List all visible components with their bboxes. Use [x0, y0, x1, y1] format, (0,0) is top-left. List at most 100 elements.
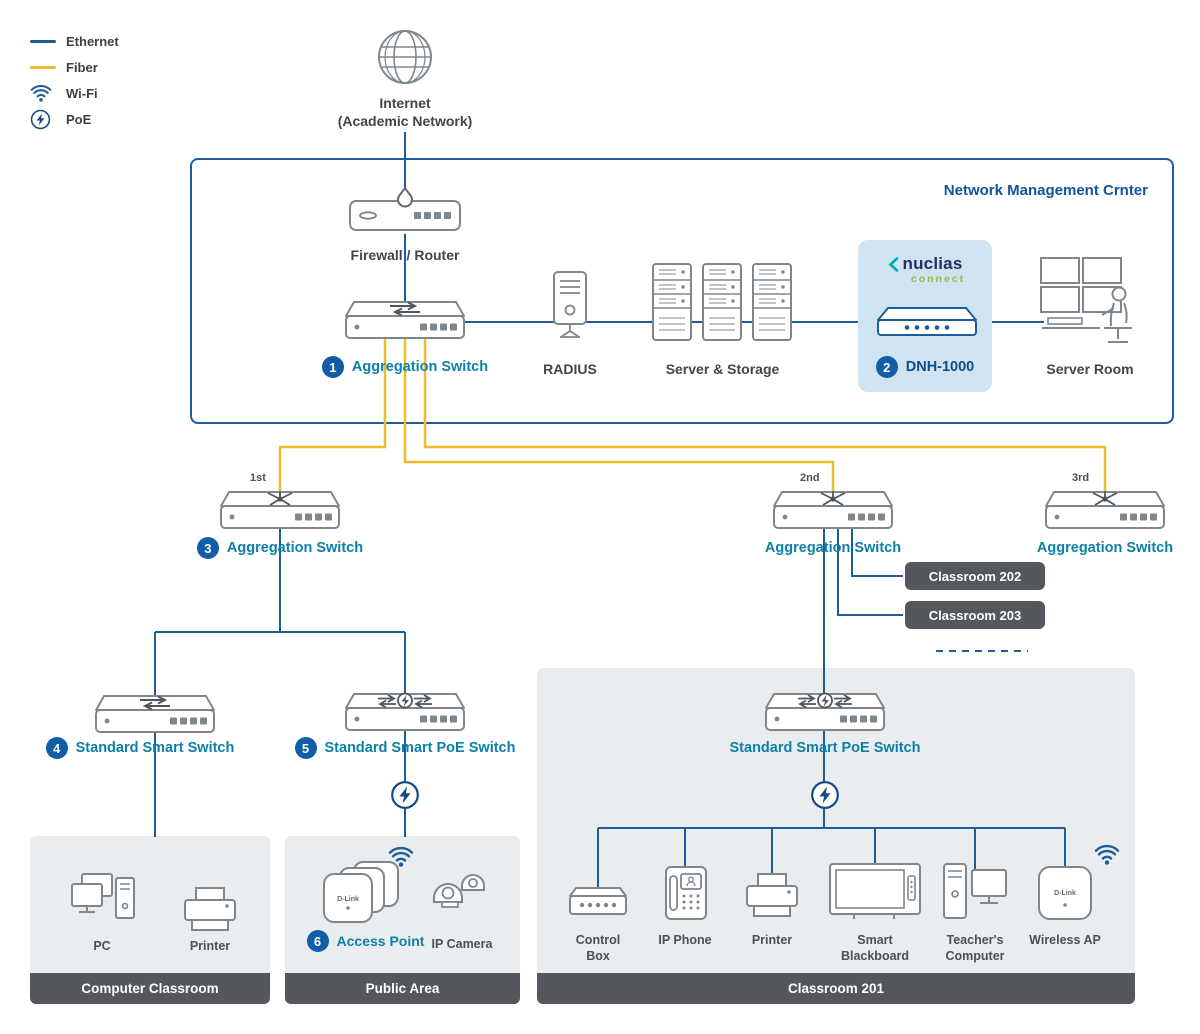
standard-smart-switch-label-row: 4 Standard Smart Switch: [15, 737, 265, 759]
control-box-label: Control Box: [575, 933, 621, 963]
smart-blackboard-icon: [828, 862, 922, 922]
step-badge-1: 1: [321, 356, 344, 378]
access-point-label: Access Point: [336, 933, 425, 949]
aggregation-switch-1-label-row: 1 Aggregation Switch: [300, 356, 510, 378]
legend-row-fiber: Fiber: [30, 54, 170, 80]
ip-camera-label: IP Camera: [431, 937, 493, 951]
nuclias-mark-icon: [888, 256, 898, 272]
aggregation-switch-tier2-label: Aggregation Switch: [764, 540, 902, 556]
wifi-icon: [388, 846, 414, 868]
classroom-203-tag: Classroom 203: [905, 601, 1045, 629]
legend-label: PoE: [66, 111, 92, 127]
pc-icon: [62, 872, 142, 936]
aggregation-switch-tier3-label-row: Aggregation Switch: [1015, 540, 1195, 556]
printer-icon: [182, 886, 238, 936]
control-box-icon: [566, 880, 630, 922]
printer-label: Printer: [189, 939, 231, 953]
classroom-poe-switch-label-row: Standard Smart PoE Switch: [705, 740, 945, 756]
server-room-icon: [1040, 256, 1140, 348]
legend-label: Ethernet: [66, 33, 119, 49]
aggregation-switch-tier3-icon: [1042, 484, 1168, 534]
poe-icon: [390, 780, 420, 810]
step-badge-3: 3: [196, 537, 219, 559]
public-area-footer: Public Area: [285, 973, 520, 1004]
ethernet-link-classroom202: [851, 528, 903, 577]
nuclias-connect-wordmark: connect: [910, 273, 966, 285]
dnh-1000-label-row: 2 DNH-1000: [858, 356, 992, 378]
internet-label: Internet (Academic Network): [295, 94, 515, 130]
nuclias-logo: nuclias connect: [858, 254, 992, 285]
classroom-poe-switch-label: Standard Smart PoE Switch: [729, 740, 921, 756]
ethernet-drops-classroom201: [597, 828, 1066, 888]
ethernet-link-classroom203: [837, 528, 903, 616]
fiber-link-agg1-tier2: [403, 336, 835, 497]
aggregation-switch-tier3-label: Aggregation Switch: [1036, 540, 1174, 556]
aggregation-switch-1-icon: [342, 294, 468, 344]
wireless-ap-icon: D-Link: [1036, 864, 1094, 922]
wifi-icon: [1094, 844, 1120, 866]
classroom-201-footer: Classroom 201: [537, 973, 1135, 1004]
standard-smart-poe-switch-icon: [342, 686, 468, 736]
tier-label-2nd: 2nd: [800, 472, 820, 484]
aggregation-switch-1-label: Aggregation Switch: [351, 359, 489, 375]
step-badge-2: 2: [875, 356, 898, 378]
network-management-center-box: [190, 158, 1174, 424]
wireless-ap-label: Wireless AP: [1029, 933, 1101, 947]
computer-classroom-footer: Computer Classroom: [30, 973, 270, 1004]
printer-icon: [744, 872, 800, 922]
classroom-202-tag: Classroom 202: [905, 562, 1045, 590]
step-badge-4: 4: [45, 737, 68, 759]
wifi-icon: [30, 84, 52, 103]
ethernet-line-swatch: [30, 39, 56, 43]
poe-icon: [30, 109, 51, 129]
aggregation-switch-tier2-icon: [770, 484, 896, 534]
aggregation-switch-tier1-label: Aggregation Switch: [226, 540, 364, 556]
fiber-line-swatch: [30, 65, 56, 69]
classroom-poe-switch-icon: [762, 686, 888, 736]
legend-row-wifi: Wi-Fi: [30, 80, 170, 106]
legend-row-poe: PoE: [30, 106, 170, 132]
standard-smart-poe-switch-label: Standard Smart PoE Switch: [324, 740, 516, 756]
ip-phone-label: IP Phone: [658, 933, 712, 947]
tier-label-3rd: 3rd: [1072, 472, 1090, 484]
dnh-1000-icon: [872, 299, 982, 343]
step-badge-5: 5: [294, 737, 317, 759]
tier-label-1st: 1st: [250, 472, 266, 484]
server-room-label: Server Room: [1046, 361, 1134, 377]
firewall-router-label: Firewall / Router: [350, 247, 460, 263]
dnh-1000-label: DNH-1000: [905, 359, 975, 375]
access-point-stack-icon: D-Link: [318, 860, 406, 930]
legend-row-ethernet: Ethernet: [30, 28, 170, 54]
standard-smart-switch-label: Standard Smart Switch: [75, 740, 235, 756]
ip-phone-icon: [663, 864, 709, 922]
aggregation-switch-tier1-label-row: 3 Aggregation Switch: [160, 537, 400, 559]
radius-server-icon: [548, 270, 592, 346]
aggregation-switch-tier2-label-row: Aggregation Switch: [743, 540, 923, 556]
aggregation-switch-tier1-icon: [217, 484, 343, 534]
fiber-link-agg1-tier3: [423, 336, 1107, 497]
nuclias-wordmark: nuclias: [902, 254, 963, 273]
legend: Ethernet Fiber Wi-Fi PoE: [30, 28, 170, 132]
poe-icon: [810, 780, 840, 810]
firewall-router-icon: [348, 186, 462, 234]
internet-label-line2: (Academic Network): [337, 113, 473, 130]
access-point-label-row: 6 Access Point: [288, 930, 443, 952]
radius-label: RADIUS: [543, 361, 597, 377]
internet-label-line1: Internet: [379, 95, 431, 111]
nmc-title: Network Management Crnter: [943, 182, 1148, 199]
teachers-computer-icon: [942, 862, 1008, 922]
legend-label: Wi-Fi: [66, 85, 98, 101]
legend-label: Fiber: [66, 59, 98, 75]
access-point-brand: D-Link: [337, 896, 359, 903]
wireless-ap-brand: D-Link: [1054, 890, 1076, 897]
server-storage-icon: [652, 263, 792, 341]
standard-smart-poe-switch-label-row: 5 Standard Smart PoE Switch: [275, 737, 535, 759]
server-storage-label: Server & Storage: [665, 361, 780, 377]
pc-label: PC: [93, 939, 111, 953]
printer-label: Printer: [751, 933, 793, 947]
step-badge-6: 6: [306, 930, 329, 952]
internet-globe-icon: [376, 28, 434, 86]
standard-smart-switch-icon: [92, 688, 218, 738]
